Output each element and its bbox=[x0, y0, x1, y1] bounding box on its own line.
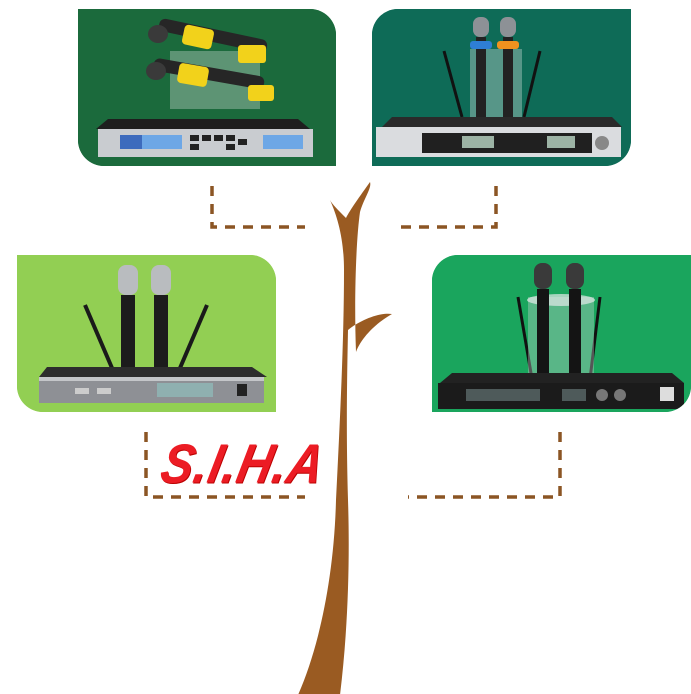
siha-logo: S.I.H.A bbox=[156, 432, 331, 496]
product-card-1[interactable] bbox=[78, 9, 336, 166]
receiver-with-blue-orange-mics-image bbox=[372, 9, 631, 166]
product-card-3[interactable] bbox=[17, 255, 276, 412]
connector-card-1 bbox=[210, 186, 305, 229]
receiver-with-yellow-mics-image bbox=[78, 9, 336, 166]
product-card-4[interactable] bbox=[432, 255, 691, 412]
receiver-with-black-mics-image bbox=[432, 255, 691, 412]
product-card-2[interactable] bbox=[372, 9, 631, 166]
connector-card-4 bbox=[408, 432, 562, 499]
siha-logo-text: S.I.H.A bbox=[155, 433, 331, 495]
receiver-with-silver-mics-image bbox=[17, 255, 276, 412]
connector-card-2 bbox=[400, 186, 498, 229]
